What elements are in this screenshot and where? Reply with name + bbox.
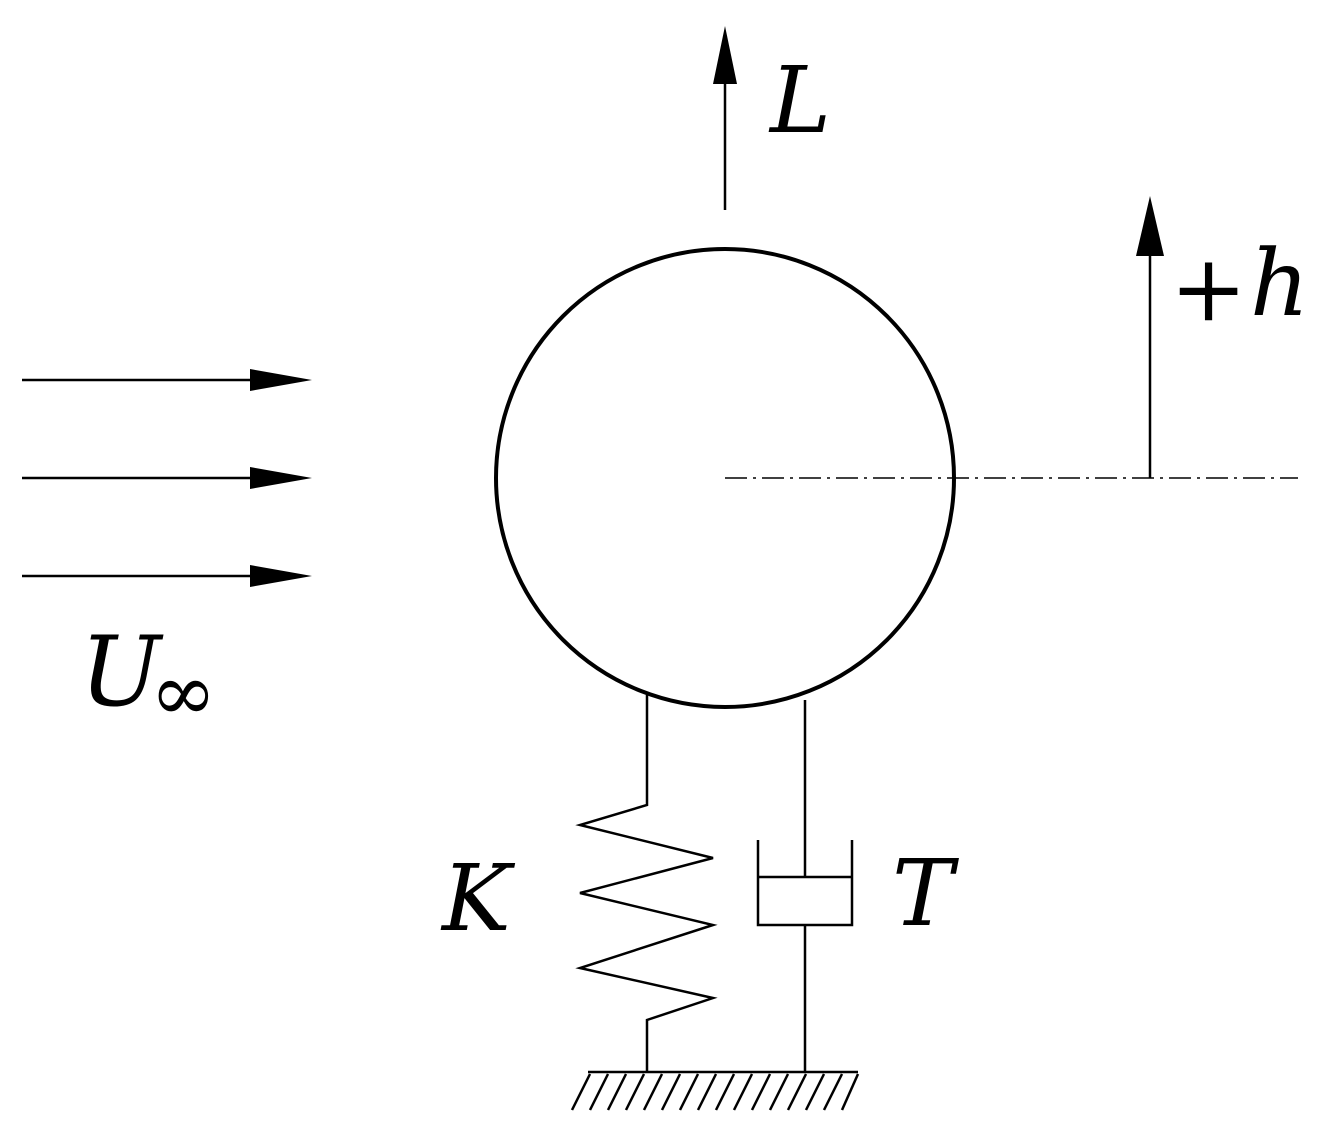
damper [756, 700, 854, 1072]
lift-label: L [768, 47, 831, 154]
displacement-arrow [1136, 196, 1164, 478]
ground [570, 1070, 860, 1111]
lift-arrow [713, 26, 737, 210]
flow-arrow-middle [22, 467, 312, 489]
damper-label: T [892, 840, 959, 947]
flow-arrow-bottom [22, 565, 312, 587]
spring [575, 695, 718, 1072]
displacement-label: h [1250, 230, 1309, 337]
freestream-arrows [22, 369, 312, 587]
flow-arrow-top [22, 369, 312, 391]
freestream-label: U [80, 616, 164, 728]
spring-label: K [440, 845, 516, 952]
displacement-sign: + [1170, 235, 1247, 342]
freestream-subscript: ∞ [150, 646, 217, 739]
